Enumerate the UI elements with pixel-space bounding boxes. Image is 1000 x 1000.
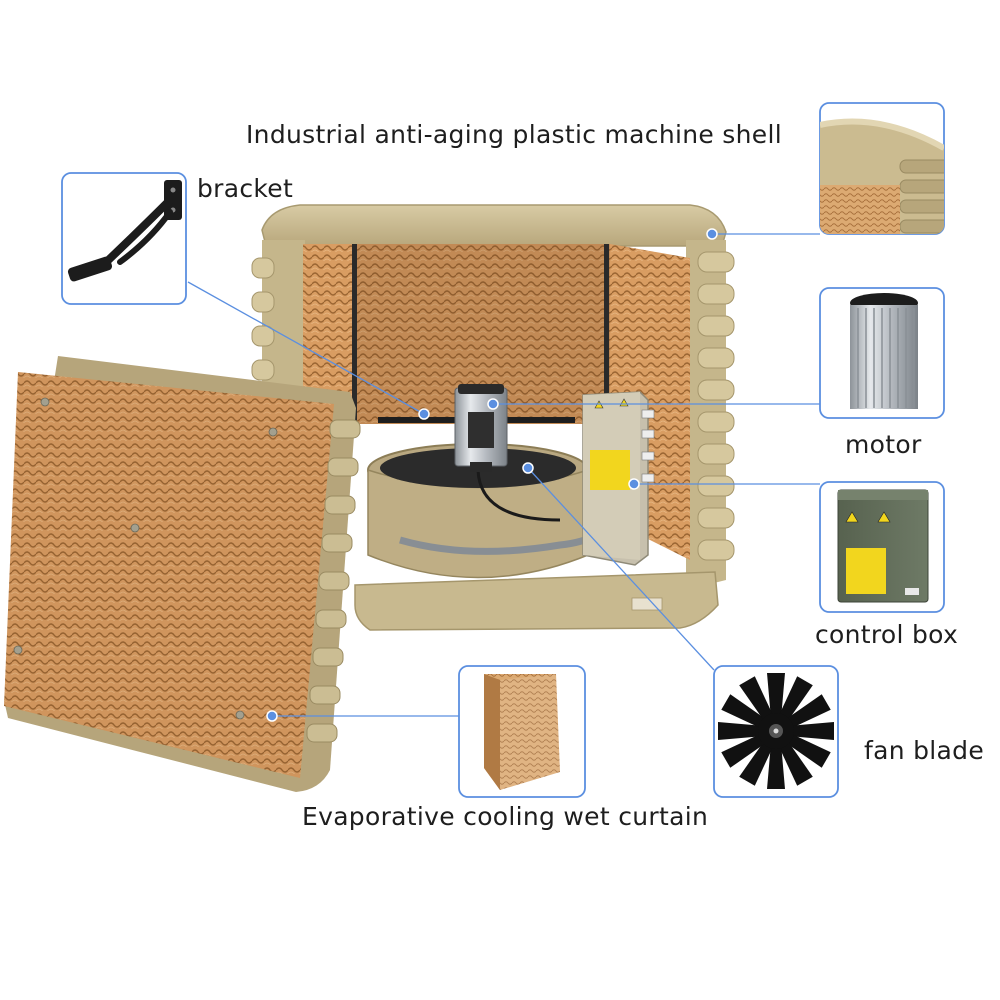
- front-wet-curtain-panel: [4, 356, 361, 792]
- wet-curtain-label: Evaporative cooling wet curtain: [302, 802, 709, 831]
- control-box: [582, 391, 655, 566]
- bracket-label: bracket: [197, 174, 294, 203]
- fan-blade-icon: [718, 673, 834, 789]
- motor-label: motor: [845, 430, 922, 459]
- shell-right-ribs: [697, 251, 735, 561]
- leader-dots: [266, 228, 718, 722]
- control-box-callout: [819, 481, 945, 613]
- fan-blade-label: fan blade: [864, 736, 984, 765]
- wet-curtain-callout: [458, 665, 586, 798]
- bracket-callout: [61, 172, 187, 305]
- wet-curtain-icon: [484, 674, 560, 790]
- control-box-icon: [837, 489, 929, 603]
- shell-base: [354, 571, 719, 631]
- air-cooler-unit: [251, 204, 735, 631]
- control-box-label: control box: [815, 620, 959, 649]
- shell-top: [261, 204, 727, 247]
- bracket-icon: [67, 180, 182, 282]
- shell-detail-icon: [820, 118, 944, 234]
- motor-icon: [850, 293, 918, 409]
- shell-callout: [819, 102, 945, 235]
- panel-frame-ribs: [306, 419, 361, 743]
- leader-lines: [187, 233, 820, 717]
- motor: [454, 384, 508, 472]
- fan-blade-callout: [713, 665, 839, 798]
- motor-callout: [819, 287, 945, 419]
- shell-label: Industrial anti-aging plastic machine sh…: [246, 120, 782, 149]
